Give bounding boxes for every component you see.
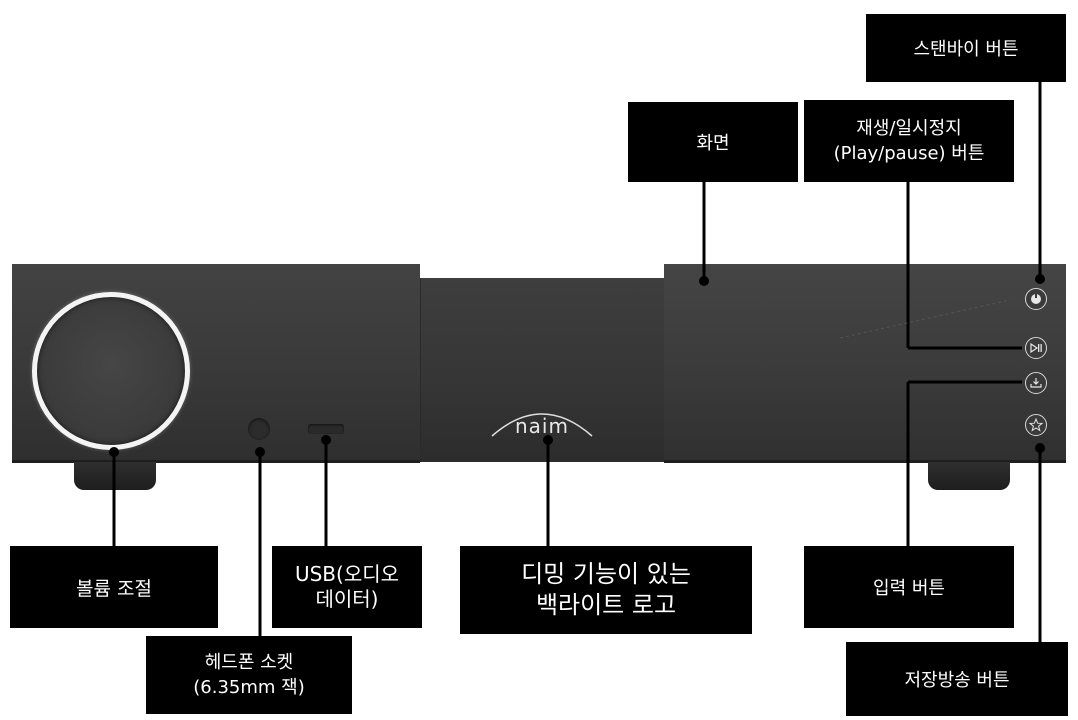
callout-input-button: 입력 버튼	[804, 546, 1014, 628]
callout-play-pause-button: 재생/일시정지 (Play/pause) 버튼	[804, 100, 1014, 182]
play-pause-icon	[1030, 342, 1042, 354]
star-icon	[1028, 417, 1044, 432]
callout-standby-button: 스탠바이 버튼	[866, 14, 1066, 82]
callout-volume-control: 볼륨 조절	[10, 546, 218, 628]
callout-headphone-socket: 헤드폰 소켓 (6.35mm 잭)	[146, 636, 352, 714]
callout-text: 화면	[696, 133, 730, 154]
front-panel-right	[664, 264, 1066, 463]
callout-text: 입력 버튼	[873, 578, 945, 599]
callout-text: 스탠바이 버튼	[913, 39, 1019, 60]
callout-text: 볼륨 조절	[76, 577, 152, 600]
callout-display: 화면	[628, 102, 798, 182]
headphone-socket	[248, 418, 270, 440]
volume-knob	[32, 292, 190, 450]
play-pause-button	[1025, 337, 1047, 359]
callout-text: 재생/일시정지 (Play/pause) 버튼	[833, 117, 985, 164]
power-icon	[1031, 293, 1041, 304]
callout-text: 디밍 기능이 있는 백라이트 로고	[521, 559, 691, 619]
logo-arc	[491, 413, 593, 437]
callout-text: 헤드폰 소켓 (6.35mm 잭)	[193, 651, 305, 698]
callout-dimmable-backlit-logo: 디밍 기능이 있는 백라이트 로고	[460, 546, 752, 634]
input-icon	[1030, 378, 1042, 388]
input-button	[1025, 372, 1047, 394]
preset-button	[1025, 414, 1047, 436]
callout-usb-audio-data: USB(오디오 데이터)	[272, 546, 422, 628]
device-foot-right	[928, 462, 1010, 490]
callout-text: USB(오디오 데이터)	[294, 562, 400, 611]
usb-port	[308, 424, 344, 434]
front-panel-center	[420, 278, 666, 462]
callout-preset-button: 저장방송 버튼	[846, 642, 1068, 716]
brand-logo: naim	[515, 414, 569, 438]
standby-button	[1025, 288, 1047, 310]
callout-text: 저장방송 버튼	[904, 670, 1010, 691]
